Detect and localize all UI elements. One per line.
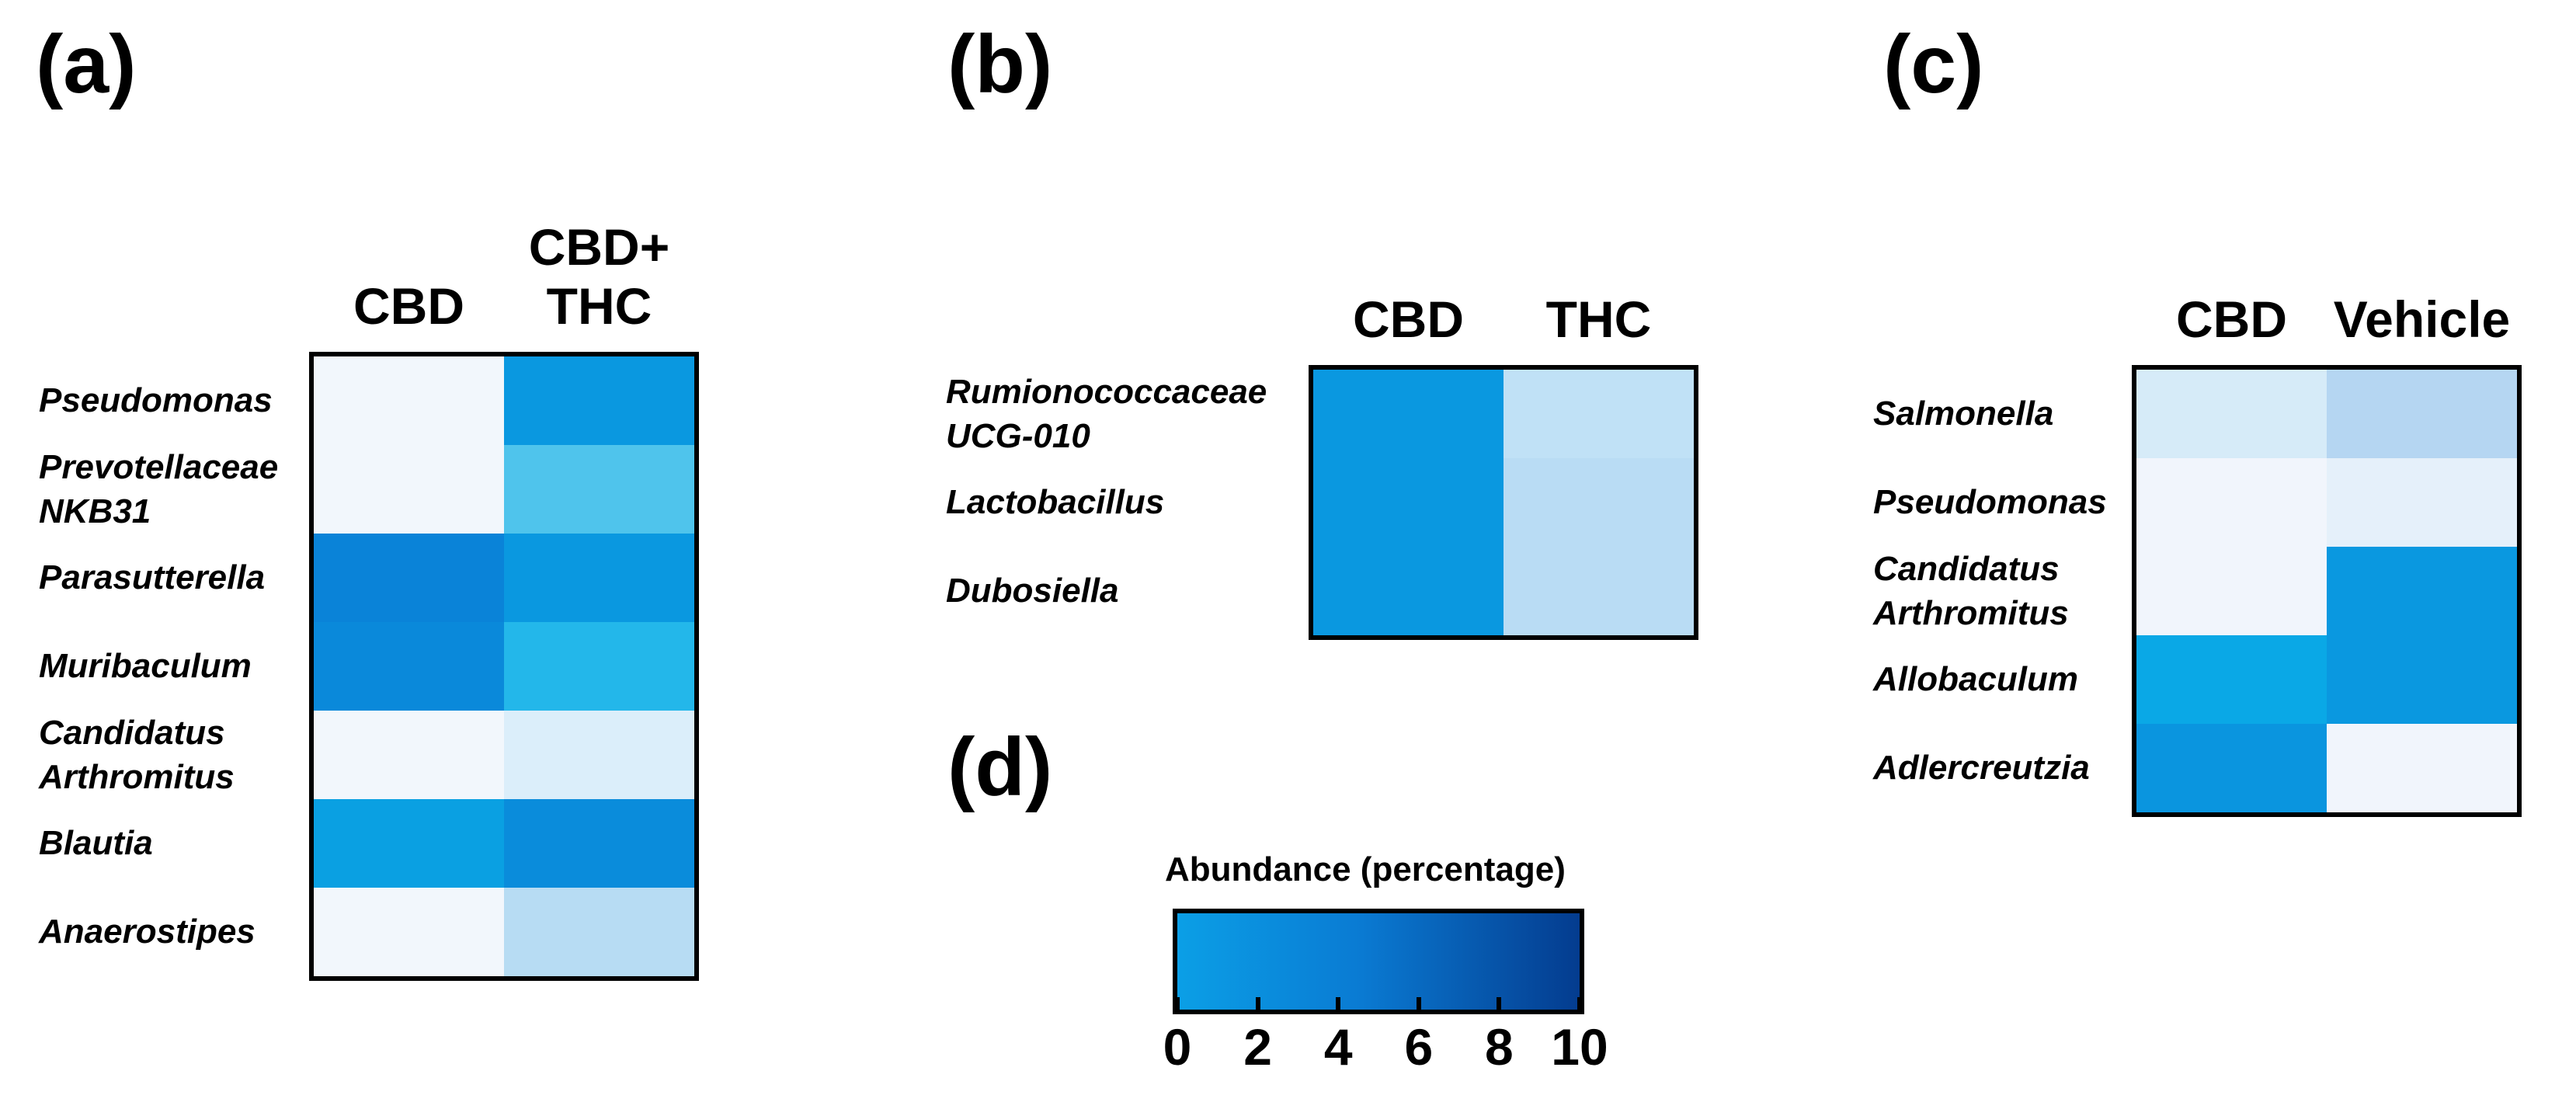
column-header: CBD (1353, 290, 1464, 349)
legend-color-bar (1173, 909, 1584, 1014)
row-label: Muribaculum (39, 647, 252, 686)
row-label: Blautia (39, 824, 153, 863)
heatmap-cell (2327, 458, 2517, 547)
panel-label-d: (d) (947, 721, 1053, 813)
legend-tick-label: 8 (1485, 1018, 1514, 1076)
heatmap-grid (2132, 365, 2522, 817)
row-label: Pseudomonas (39, 381, 273, 420)
heatmap-cell (314, 356, 504, 445)
legend-tick-label: 4 (1323, 1018, 1353, 1076)
heatmap-cell (1313, 370, 1504, 458)
heatmap-cell (504, 711, 694, 799)
row-label: Pseudomonas (1873, 483, 2107, 522)
column-header: CBD (2176, 290, 2287, 349)
legend-tick (1577, 997, 1582, 1014)
heatmap-cell (1313, 547, 1504, 635)
row-label: Allobaculum (1873, 660, 2079, 699)
row-label: Lactobacillus (946, 483, 1165, 522)
heatmap-cell (2136, 724, 2327, 812)
column-header: THC (1545, 290, 1652, 349)
heatmap-cell (314, 534, 504, 622)
legend-title: Abundance (percentage) (1165, 850, 1566, 888)
heatmap-cell (1313, 458, 1504, 547)
row-label: Dubosiella (946, 572, 1119, 610)
panel-label-c: (c) (1883, 19, 1984, 110)
legend-tick (1255, 997, 1260, 1014)
legend-tick (1497, 997, 1502, 1014)
heatmap-cell (504, 534, 694, 622)
panel-label-a: (a) (36, 19, 137, 110)
heatmap-cell (314, 711, 504, 799)
legend-tick-label: 10 (1551, 1018, 1608, 1076)
heatmap-cell (314, 799, 504, 888)
panel-label-b: (b) (947, 19, 1053, 110)
heatmap-cell (1504, 458, 1694, 547)
legend-tick (1336, 997, 1341, 1014)
row-label: Salmonella (1873, 395, 2054, 433)
heatmap-cell (314, 888, 504, 976)
heatmap-cell (504, 622, 694, 711)
row-label: Anaerostipes (39, 913, 256, 951)
column-header: Vehicle (2333, 290, 2511, 349)
heatmap-cell (2327, 635, 2517, 724)
heatmap-cell (2136, 370, 2327, 458)
column-header: CBD+THC (528, 218, 670, 335)
legend-tick (1175, 997, 1180, 1014)
heatmap-grid (1309, 365, 1698, 640)
heatmap-cell (1504, 370, 1694, 458)
heatmap-cell (2327, 724, 2517, 812)
legend-tick-label: 2 (1243, 1018, 1272, 1076)
heatmap-cell (504, 445, 694, 534)
heatmap-cell (2136, 635, 2327, 724)
heatmap-cell (504, 799, 694, 888)
heatmap-cell (2136, 458, 2327, 547)
heatmap-cell (1504, 547, 1694, 635)
heatmap-cell (2327, 370, 2517, 458)
heatmap-cell (2327, 547, 2517, 635)
legend-tick-label: 6 (1404, 1018, 1434, 1076)
legend-tick (1416, 997, 1421, 1014)
heatmap-cell (314, 622, 504, 711)
heatmap-cell (314, 445, 504, 534)
heatmap-cell (504, 888, 694, 976)
row-label: Adlercreutzia (1873, 749, 2090, 787)
column-header: CBD (353, 277, 464, 335)
heatmap-grid (309, 352, 699, 981)
legend-tick-label: 0 (1163, 1018, 1192, 1076)
heatmap-cell (504, 356, 694, 445)
heatmap-cell (2136, 547, 2327, 635)
row-label: Parasutterella (39, 558, 266, 597)
